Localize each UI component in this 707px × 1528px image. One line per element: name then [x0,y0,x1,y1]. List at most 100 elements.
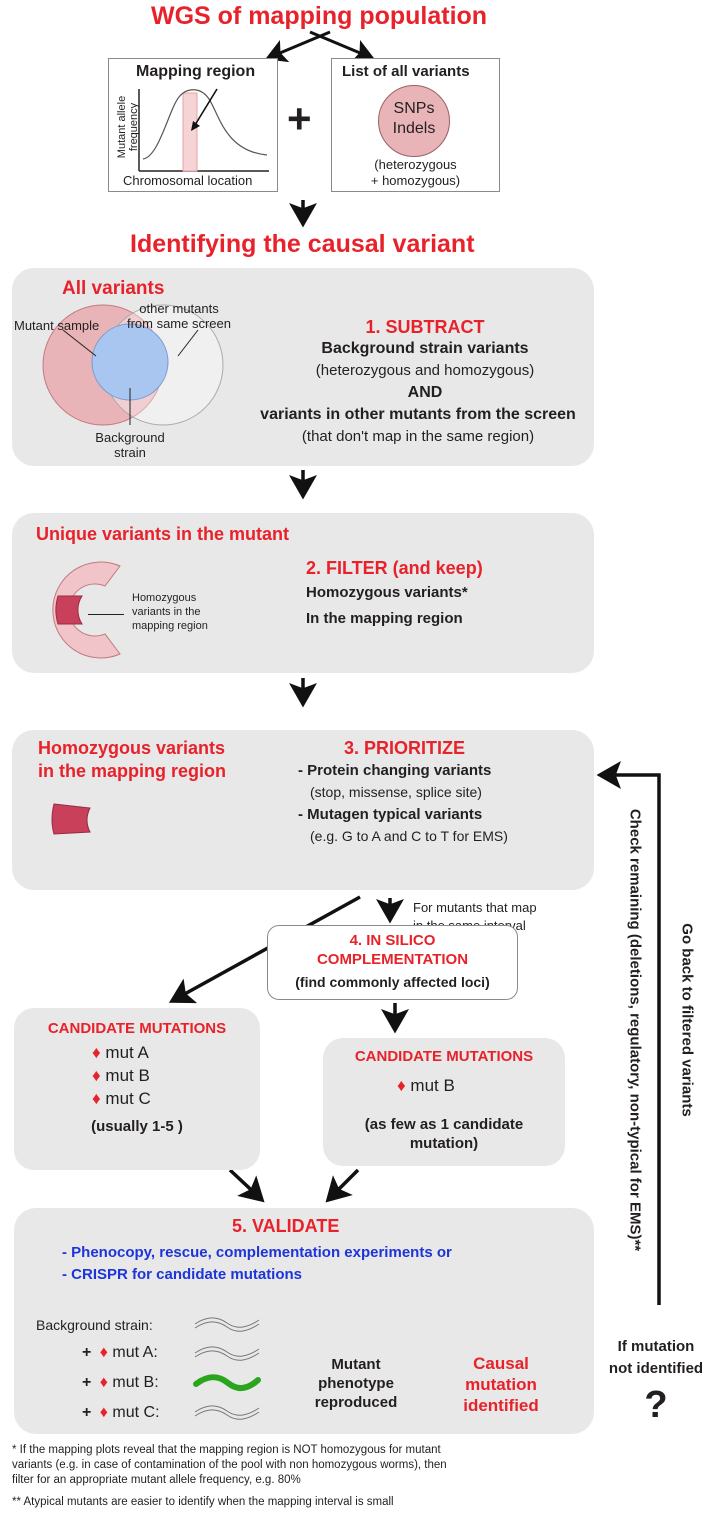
variants-list-box: List of all variants SNPs Indels (hetero… [331,58,500,192]
crescent-pointer [88,614,124,615]
candidates-left-note: (usually 1-5 ) [91,1118,183,1135]
candidates-right-item-b: ♦ mut B [397,1076,455,1096]
footnote1-line3: filter for an appropriate mutant allele … [12,1474,301,1486]
step2-label-3: mapping region [132,620,208,632]
step2-line1: Homozygous variants* [306,584,468,601]
diamond-icon: ♦ [397,1076,406,1095]
footnote2: ** Atypical mutants are easier to identi… [12,1496,394,1508]
candidates-left-item-c: ♦ mut C [92,1089,151,1109]
venn-label-other-1: other mutants [139,301,219,316]
worm-icon-a [194,1346,260,1361]
interval-note-1: For mutants that map [413,900,537,915]
row-label: mut C: [112,1404,160,1421]
section-title-identifying: Identifying the causal variant [130,230,475,258]
step3-line4: (e.g. G to A and C to T for EMS) [310,828,508,844]
validate-row-b: + ♦ mut B: [82,1374,159,1392]
diamond-icon: ♦ [92,1066,101,1085]
plus-sign: + [287,95,312,142]
venn-label-bg-1: Background [95,430,165,445]
row-label: mut A: [112,1344,158,1361]
row-label: mut B: [112,1374,159,1391]
step3-line3: - Mutagen typical variants [298,806,483,823]
step2-label-1: Homozygous [132,592,197,604]
pheno-2: phenotype [318,1375,394,1392]
step5-line1: - Phenocopy, rescue, complementation exp… [62,1244,452,1261]
step3-panel [12,730,594,890]
mapping-xlabel: Chromosomal location [123,173,253,188]
venn-label-bg-2: strain [114,445,146,460]
step1-line2: (heterozygous and homozygous) [315,362,535,379]
bg-strain-label: Background strain: [36,1317,153,1333]
causal-1: Causal [473,1354,529,1373]
row-plus: + [82,1404,92,1421]
step4-heading-1: 4. IN SILICO [349,932,436,949]
candidate-label: mut B [105,1066,150,1085]
variants-note-2: + homozygous) [370,173,461,188]
step1-line4: variants in other mutants from the scree… [260,406,576,423]
step3-line2: (stop, missense, splice site) [310,784,482,800]
fail-line1: If mutation [617,1338,695,1355]
mapping-region-box: Mapping region Mutant allele frequency C… [108,58,278,192]
step5-line2: - CRISPR for candidate mutations [62,1266,303,1283]
candidates-left-heading: CANDIDATE MUTATIONS [47,1020,227,1037]
mapping-plot [138,88,269,172]
row-plus: + [82,1374,92,1391]
worm-icon-c [194,1405,260,1420]
diamond-icon: ♦ [99,1404,108,1421]
arrow-right-to-validate [325,1168,360,1203]
validate-row-a: + ♦ mut A: [82,1344,158,1362]
step1-line1: Background strain variants [321,340,529,357]
step2-heading: 2. FILTER (and keep) [306,558,483,578]
step2-label-2: variants in the [132,606,201,618]
mapping-ylabel: Mutant allele frequency [116,95,140,159]
candidates-left-panel [14,1008,260,1170]
candidate-label: mut C [105,1089,151,1108]
diamond-icon: ♦ [99,1374,108,1391]
validate-row-c: + ♦ mut C: [82,1404,160,1422]
pheno-1: Mutant [331,1356,381,1373]
worm-icon-background [194,1317,260,1332]
candidates-right-heading: CANDIDATE MUTATIONS [354,1048,534,1065]
step3-heading: 3. PRIORITIZE [344,738,466,758]
diamond-icon: ♦ [92,1089,101,1108]
main-title: WGS of mapping population [151,2,488,30]
row-plus: + [82,1344,92,1361]
mapping-region-title: Mapping region [136,63,256,80]
split-arrow-right [309,30,375,63]
diamond-icon: ♦ [99,1344,108,1361]
candidates-right-note-2: mutation) [409,1135,479,1152]
candidate-label: mut B [410,1076,455,1095]
variants-circle: SNPs Indels [378,85,450,157]
diamond-icon: ♦ [92,1043,101,1062]
step1-heading: 1. SUBTRACT [365,317,485,337]
arrow-left-to-validate [228,1168,265,1203]
step4-heading-2: COMPLEMENTATION [316,951,469,968]
footnote1-line1: * If the mapping plots reveal that the m… [12,1444,441,1456]
candidates-right-panel [323,1038,565,1166]
crescent-graphic [52,561,121,659]
step5-panel [14,1208,594,1434]
fail-line2: not identified [608,1360,704,1377]
venn-label-other-2: from same screen [126,316,232,331]
venn-diagram [42,304,224,426]
step3-line1: - Protein changing variants [298,762,492,779]
return-loop-arrow [596,761,661,1305]
candidates-left-item-b: ♦ mut B [92,1066,150,1086]
candidates-left-item-a: ♦ mut A [92,1043,149,1063]
step3-section-title-2: in the mapping region [38,761,226,781]
step1-line3: AND [407,384,443,401]
causal-2: mutation [465,1375,537,1394]
step4-line1: (find commonly affected loci) [295,974,490,990]
candidate-label: mut A [105,1043,149,1062]
venn-label-mutant: Mutant sample [14,318,100,333]
step2-line2: In the mapping region [306,610,463,627]
step3-section-title-1: Homozygous variants [38,738,226,758]
side-line2: Check remaining (deletions, regulatory, … [626,808,644,1252]
step5-heading: 5. VALIDATE [232,1216,340,1236]
step4-box: 4. IN SILICO COMPLEMENTATION (find commo… [267,925,518,1000]
circle-indels: Indels [392,120,436,137]
variants-note-1: (heterozygous [374,157,457,172]
pheno-3: reproduced [314,1394,398,1411]
step2-section-title: Unique variants in the mutant [36,524,290,544]
footnote1-line2: variants (e.g. in case of contamination … [12,1459,447,1471]
